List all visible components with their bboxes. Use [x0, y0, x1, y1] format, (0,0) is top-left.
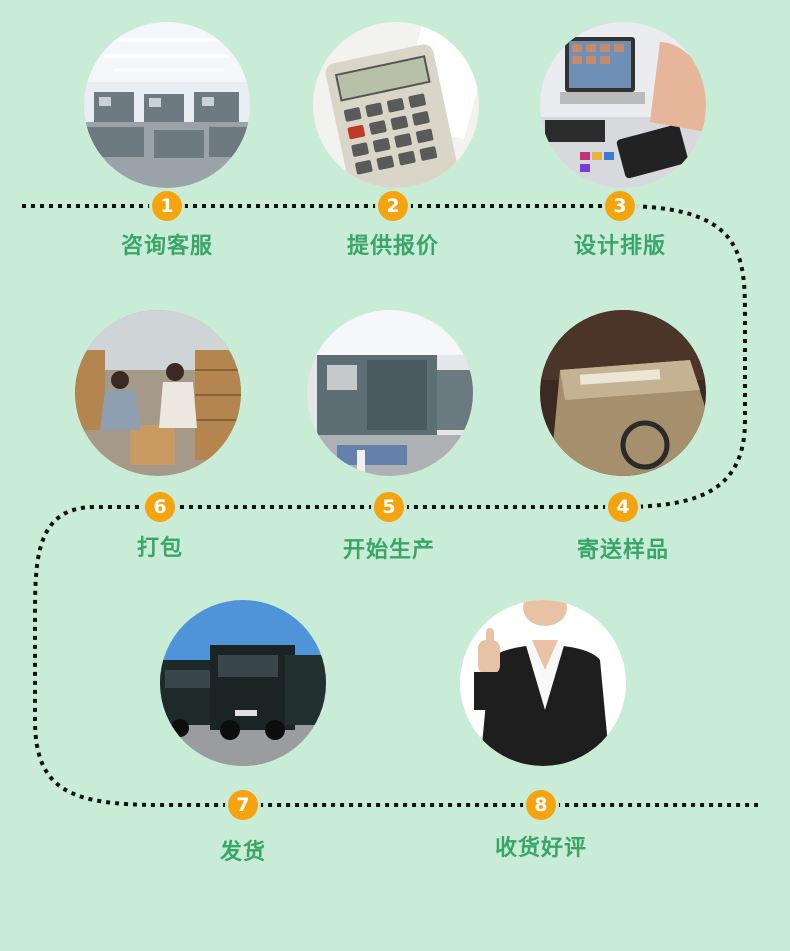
- step-4-label: 寄送样品: [576, 538, 669, 563]
- step-4-badge: 4: [608, 492, 638, 522]
- step-7-badge: 7: [228, 790, 258, 820]
- step-7-label: 发货: [219, 840, 266, 865]
- trucks-photo: [160, 600, 326, 766]
- step-6-label: 打包: [136, 536, 183, 561]
- step-3-badge: 3: [605, 191, 635, 221]
- step-6-badge: 6: [145, 492, 175, 522]
- step-1-badge: 1: [152, 191, 182, 221]
- step-8-badge: 8: [526, 790, 556, 820]
- step-5-badge: 5: [374, 492, 404, 522]
- step-8-label: 收货好评: [494, 836, 587, 861]
- step-1-label: 咨询客服: [120, 234, 213, 259]
- sample-box-photo: [540, 310, 706, 476]
- step-2-badge: 2: [378, 191, 408, 221]
- step-3-label: 设计排版: [573, 234, 666, 259]
- businesswoman-photo: [460, 600, 626, 766]
- office-photo: [84, 22, 250, 188]
- calculator-photo: [313, 22, 479, 188]
- step-2-label: 提供报价: [346, 234, 439, 259]
- packing-photo: [75, 310, 241, 476]
- step-5-label: 开始生产: [342, 538, 435, 563]
- printing-press-photo: [307, 310, 473, 476]
- designer-photo: [540, 22, 706, 188]
